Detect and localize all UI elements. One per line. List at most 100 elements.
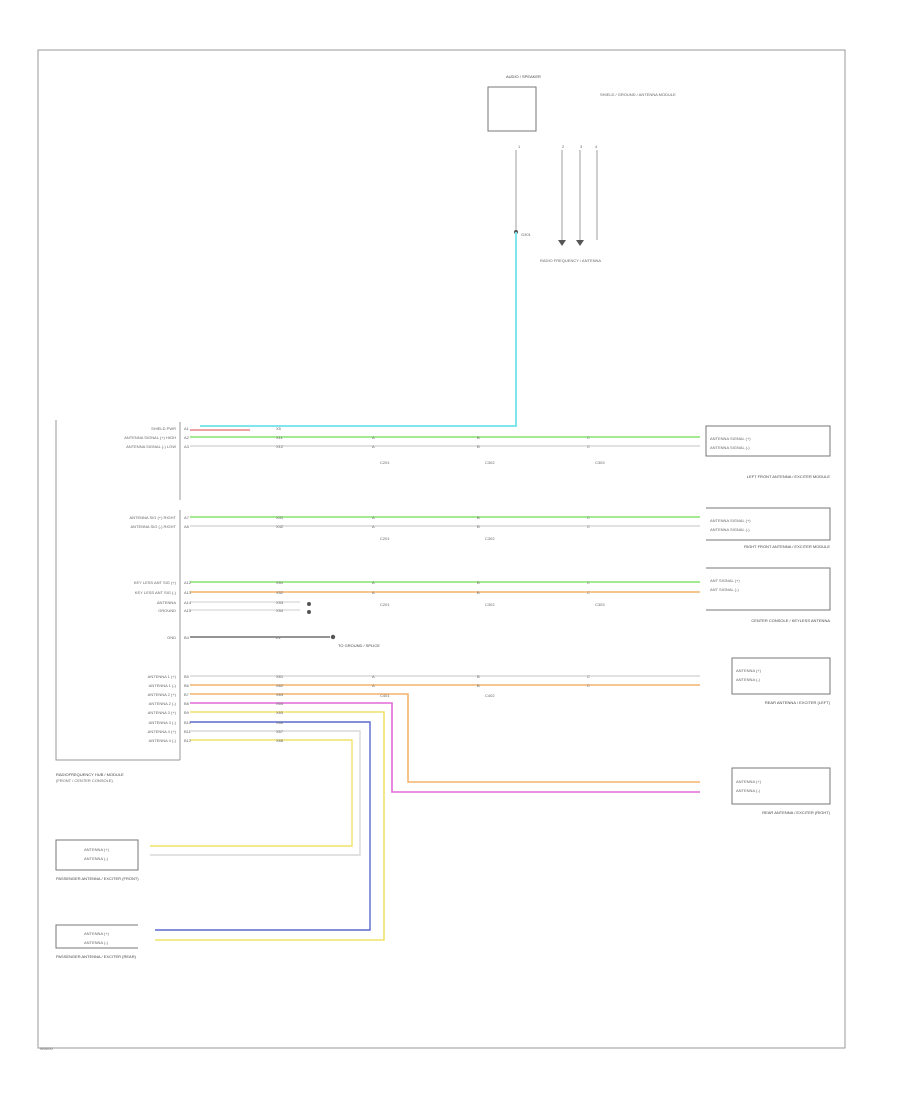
connector-id: C401 <box>380 693 390 698</box>
pin-label: B7 <box>184 692 190 697</box>
cyan-riser <box>200 232 517 427</box>
pin-label: A14 <box>184 600 192 605</box>
signal-label: ANTENNA SIG (-) RIGHT <box>130 524 176 529</box>
inline-connector-pin: B <box>477 444 480 449</box>
top-connector-body <box>487 86 537 132</box>
wire-code: X62 <box>276 683 284 688</box>
inline-connector-pin: A <box>372 683 375 688</box>
pin-label: A1 <box>184 426 190 431</box>
inline-connector-pin: A <box>372 524 375 529</box>
ground-label: G301 <box>521 232 532 237</box>
inline-connector-pin: C <box>587 524 590 529</box>
inline-connector-pin: B <box>477 435 480 440</box>
top-connector: AUDIO / SPEAKER SHIELD / GROUND / ANTENN… <box>487 74 676 263</box>
group-2-dest-box <box>706 507 831 541</box>
inline-connector-pin: C <box>587 444 590 449</box>
wire-b10 <box>155 721 371 931</box>
signal-label: KEY LESS ANT SIG (-) <box>135 590 177 595</box>
dest-name: REAR ANTENNA / EXCITER (LEFT) <box>765 700 831 705</box>
signal-label: ANTENNA SIGNAL (+) HIGH <box>124 435 176 440</box>
left-module-bracket <box>55 420 180 761</box>
wire-code: X41 <box>276 515 284 520</box>
group-2-wires <box>190 516 700 527</box>
wire-code: X61 <box>276 674 284 679</box>
group-1-wires <box>190 429 700 447</box>
bottom-box-1 <box>55 839 139 871</box>
pin-label: A2 <box>184 435 190 440</box>
inline-connector-pin: B <box>477 524 480 529</box>
wire-b9 <box>155 711 385 941</box>
signal-label: ANTENNA SIG (+) RIGHT <box>129 515 176 520</box>
top-pin-1: 1 <box>518 144 521 149</box>
wire-b12 <box>150 739 353 847</box>
wire-code: X12 <box>276 444 284 449</box>
footer-code: W0000 <box>40 1046 53 1051</box>
top-connector-note: SHIELD / GROUND / ANTENNA MODULE <box>600 92 676 97</box>
pin-label: A7 <box>184 515 190 520</box>
group-1-dest-box <box>705 425 831 457</box>
connector-id: C201 <box>380 536 390 541</box>
pin-label: B4 <box>184 635 190 640</box>
inline-connector-pin: B <box>477 674 480 679</box>
dest-line: ANTENNA SIGNAL (-) <box>710 527 750 532</box>
connector-id: C303 <box>595 460 605 465</box>
inline-connector-pin: A <box>372 435 375 440</box>
pin-label: B6 <box>184 683 190 688</box>
signal-label: ANTENNA 2 (+) <box>148 692 177 697</box>
left-module-name: RADIOFREQUENCY HUB / MODULE <box>56 772 124 777</box>
inline-connector-pin: C <box>587 683 590 688</box>
pin-label: B12 <box>184 738 192 743</box>
inline-connector-pin: B <box>477 515 480 520</box>
bottom-box-line: ANTENNA (+) <box>84 931 110 936</box>
connector-id: C302 <box>485 536 495 541</box>
wire-code: X5 <box>276 426 282 431</box>
dest-name: TO GROUND / SPLICE <box>338 643 380 648</box>
wire-code: X67 <box>276 729 284 734</box>
signal-label: ANTENNA <box>157 600 176 605</box>
inline-connector-pin: C <box>587 435 590 440</box>
pin-label: A13 <box>184 590 192 595</box>
ground-dot <box>330 634 336 640</box>
top-connector-title: AUDIO / SPEAKER <box>506 74 541 79</box>
wire-code: X42 <box>276 524 284 529</box>
signal-label: ANTENNA 1 (+) <box>148 674 177 679</box>
wire-code: X54 <box>276 608 284 613</box>
wire-code: X64 <box>276 701 284 706</box>
inline-connector-pin: A <box>372 580 375 585</box>
top-pin-2: 2 <box>562 144 565 149</box>
inline-connector-pin: A <box>372 674 375 679</box>
wire-code: Z1 <box>276 635 281 640</box>
splice-label: RADIO FREQUENCY / ANTENNA <box>540 258 601 263</box>
connector-id: C201 <box>380 602 390 607</box>
wire-b8 <box>190 702 700 793</box>
pin-label: B10 <box>184 720 192 725</box>
dest-line: ANTENNA SIGNAL (+) <box>710 436 751 441</box>
right-box-2 <box>731 767 831 805</box>
diagram-frame <box>37 49 846 1049</box>
splice-arrow-1 <box>558 240 566 246</box>
inline-connector-pin: C <box>587 580 590 585</box>
signal-label: ANTENNA 4 (+) <box>148 729 177 734</box>
group-3-dest-box <box>706 567 831 611</box>
inline-connector-pin: B <box>477 590 480 595</box>
signal-label: ANTENNA 2 (-) <box>149 701 177 706</box>
pin-label: B5 <box>184 674 190 679</box>
dest-line: ANT SIGNAL (+) <box>710 578 740 583</box>
right-box-2-line: ANTENNA (-) <box>736 788 761 793</box>
bottom-box-line: ANTENNA (+) <box>84 847 110 852</box>
group-5-dest-box <box>731 657 831 695</box>
wire-b11 <box>150 730 361 856</box>
top-pin-4: 4 <box>595 144 598 149</box>
signal-label: GROUND <box>158 608 176 613</box>
splice-arrow-2 <box>576 240 584 246</box>
splice-dot-2 <box>307 610 311 614</box>
splice-dot-1 <box>307 602 311 606</box>
group-3-wires <box>190 581 700 614</box>
pin-label: B11 <box>184 729 192 734</box>
wire-code: X65 <box>276 710 284 715</box>
inline-connector-pin: A <box>372 515 375 520</box>
signal-label: ANTENNA 1 (-) <box>149 683 177 688</box>
left-module-sub: (FRONT / CENTER CONSOLE) <box>56 778 113 783</box>
